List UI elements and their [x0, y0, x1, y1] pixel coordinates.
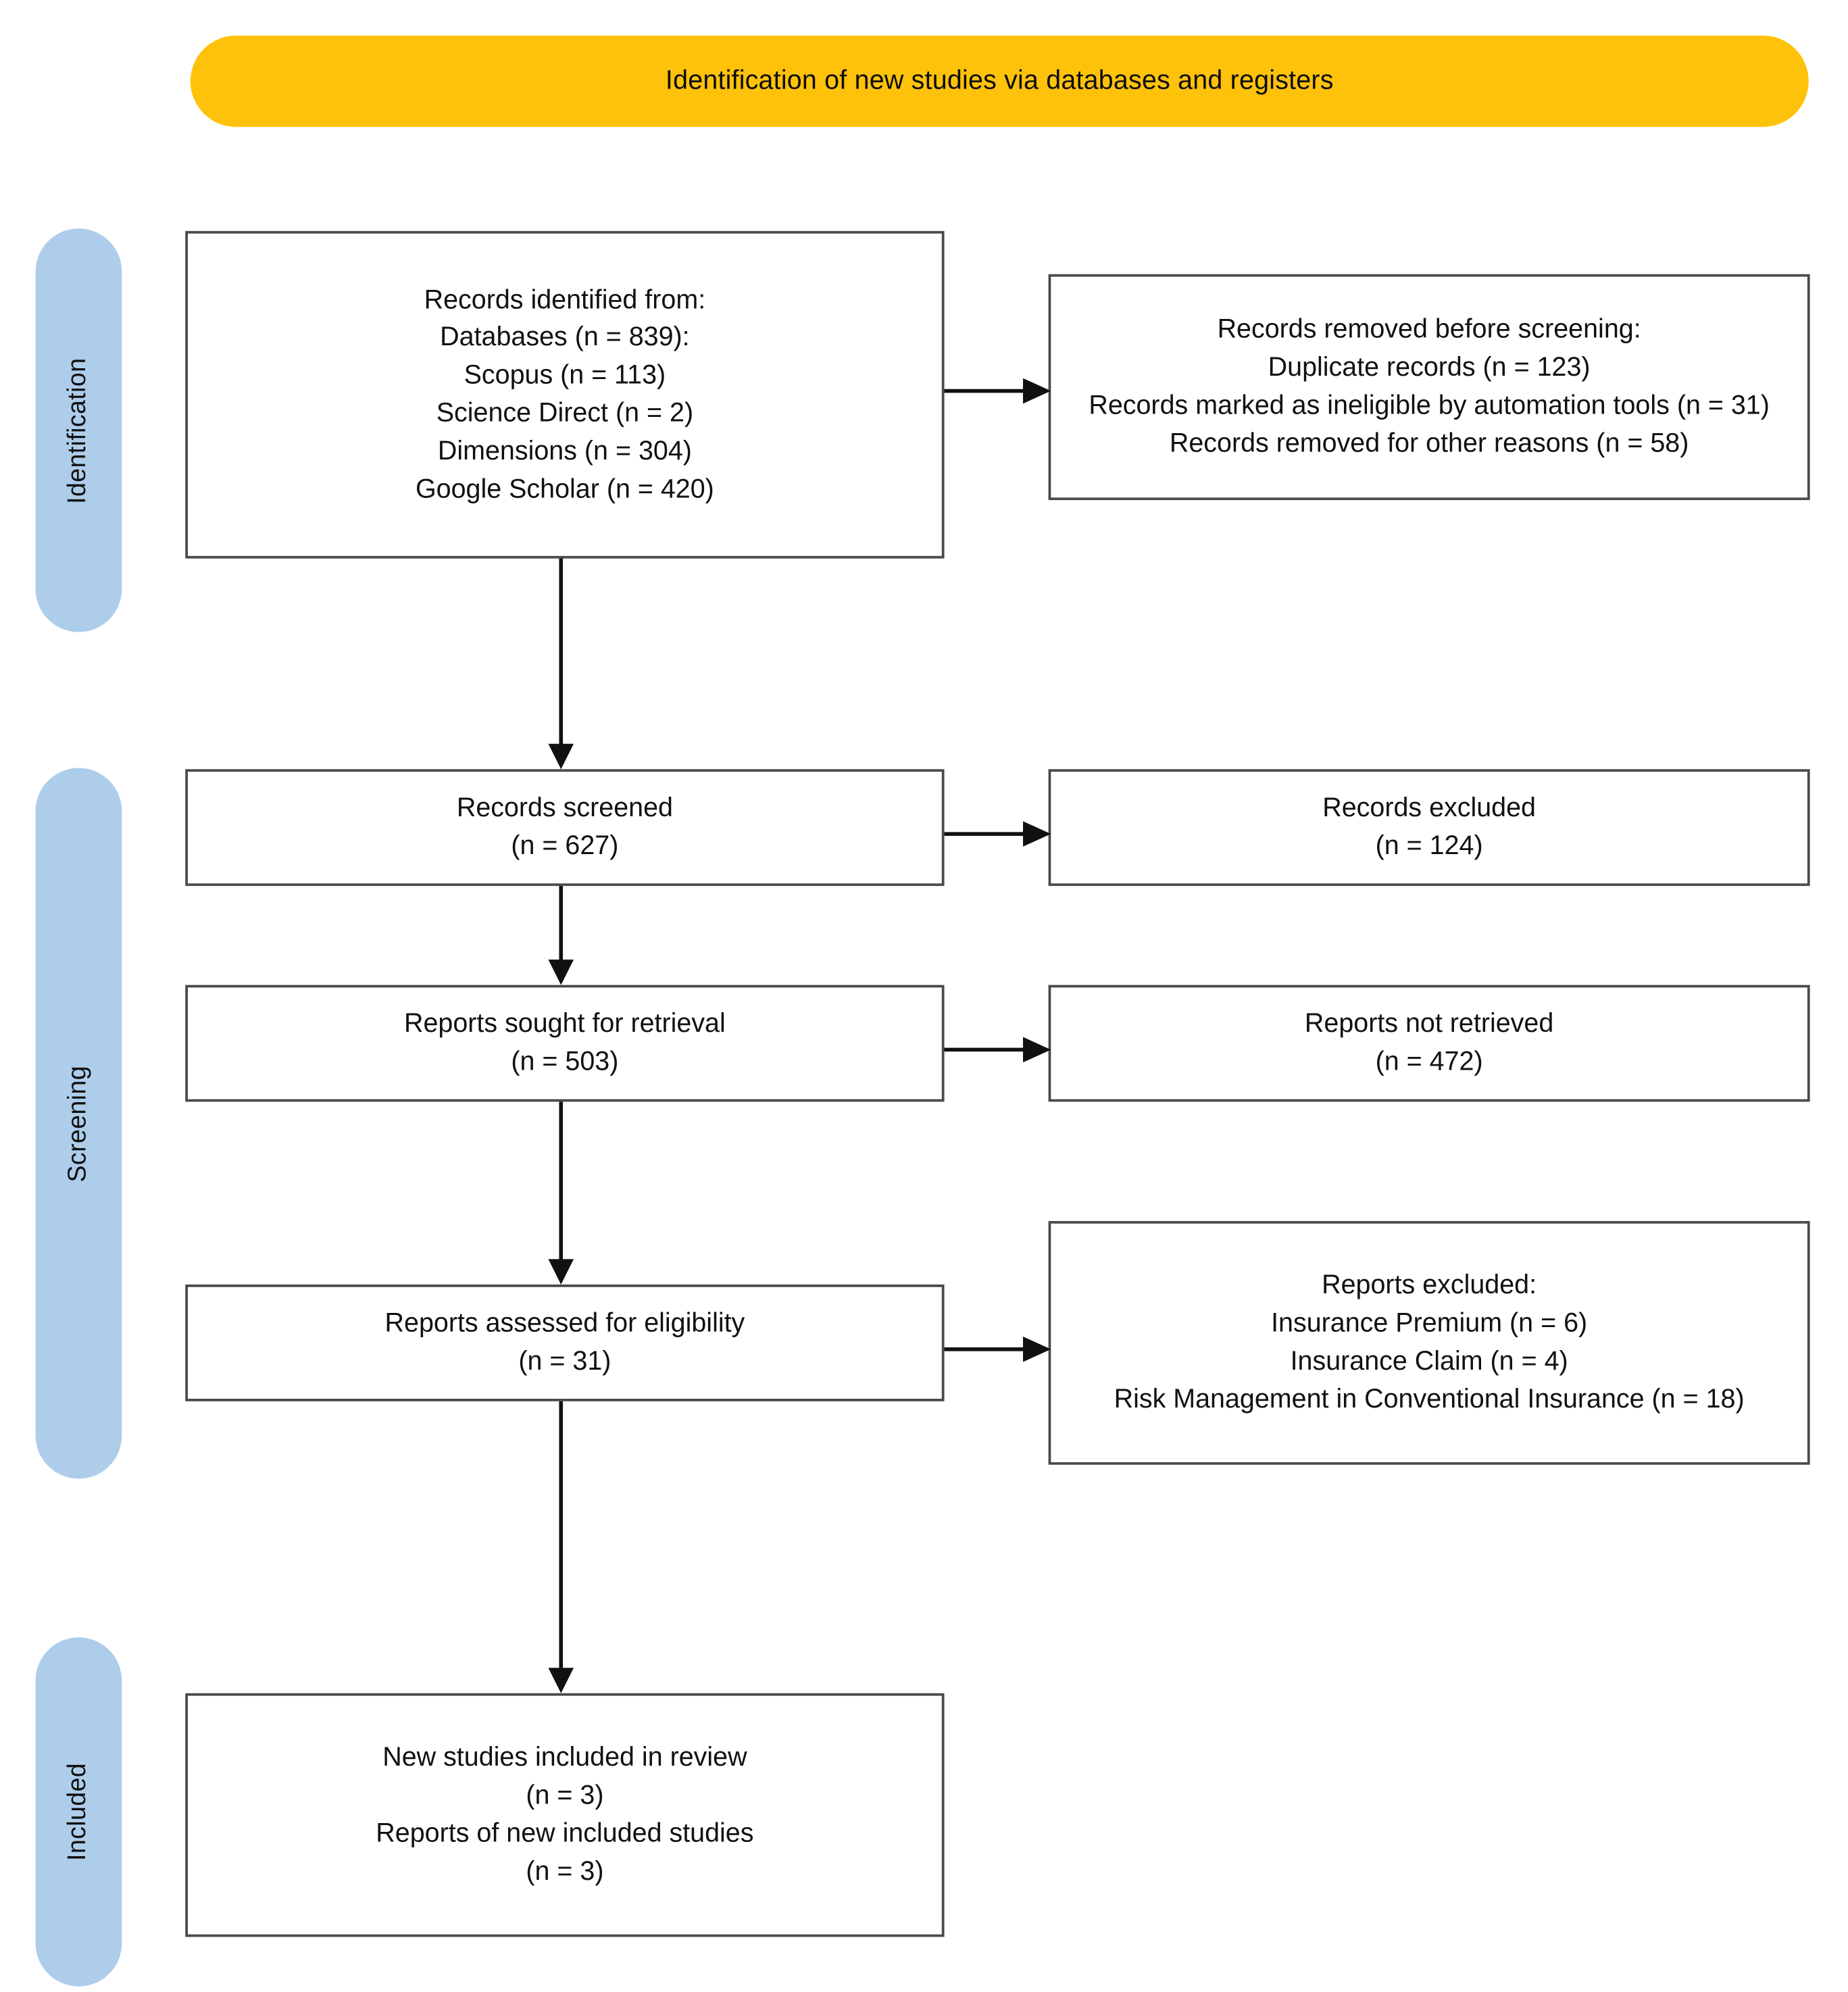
connector-identified-to-screened — [546, 558, 576, 770]
box-records-removed-before-screening: Records removed before screening: Duplic… — [1048, 274, 1810, 501]
box-line: Insurance Claim (n = 4) — [1290, 1347, 1568, 1376]
box-line: Records excluded — [1322, 793, 1536, 823]
connector-screened-to-excluded — [944, 819, 1051, 849]
box-reports-excluded: Reports excluded: Insurance Premium (n =… — [1048, 1221, 1810, 1465]
box-line: Records identified from: — [424, 284, 706, 315]
box-line: Risk Management in Conventional Insuranc… — [1114, 1385, 1745, 1414]
box-line: (n = 31) — [518, 1347, 611, 1376]
box-line: (n = 503) — [511, 1047, 619, 1076]
stage-pill-identification: Identification — [35, 228, 122, 632]
box-line: Reports sought for retrieval — [403, 1009, 726, 1039]
box-line: Databases (n = 839): — [440, 322, 690, 353]
box-line: Records removed for other reasons (n = 5… — [1169, 428, 1689, 458]
box-line: Records marked as ineligible by automati… — [1089, 391, 1770, 420]
stage-label-included: Included — [64, 1762, 93, 1861]
box-line: Insurance Premium (n = 6) — [1271, 1309, 1588, 1339]
connector-sought-to-assessed — [546, 1101, 576, 1285]
box-line: Records removed before screening: — [1217, 315, 1641, 345]
box-line: Google Scholar (n = 420) — [415, 474, 714, 504]
box-line: (n = 124) — [1375, 831, 1483, 861]
box-line: Records screened — [456, 793, 673, 823]
box-records-identified: Records identified from: Databases (n = … — [185, 230, 945, 559]
box-line: Duplicate records (n = 123) — [1268, 353, 1591, 382]
connector-identified-to-removed — [944, 376, 1051, 406]
box-line: Reports excluded: — [1322, 1271, 1537, 1301]
stage-label-screening: Screening — [64, 1065, 93, 1182]
connector-assessed-to-reports-excluded — [944, 1334, 1051, 1364]
box-line: (n = 3) — [526, 1856, 604, 1887]
box-line: Science Direct (n = 2) — [436, 398, 694, 428]
box-new-studies-included: New studies included in review (n = 3) R… — [185, 1693, 945, 1937]
box-line: (n = 3) — [526, 1781, 604, 1810]
stage-pill-screening: Screening — [35, 768, 122, 1479]
connector-screened-to-sought — [546, 886, 576, 985]
box-reports-not-retrieved: Reports not retrieved (n = 472) — [1048, 985, 1810, 1102]
connector-assessed-to-included — [546, 1401, 576, 1693]
box-reports-sought-for-retrieval: Reports sought for retrieval (n = 503) — [185, 985, 945, 1102]
box-line: Reports assessed for eligibility — [384, 1309, 745, 1339]
box-records-screened: Records screened (n = 627) — [185, 769, 945, 887]
connector-sought-to-not-retrieved — [944, 1035, 1051, 1065]
box-records-excluded: Records excluded (n = 124) — [1048, 769, 1810, 887]
box-line: Reports not retrieved — [1304, 1009, 1554, 1039]
box-reports-assessed-for-eligibility: Reports assessed for eligibility (n = 31… — [185, 1284, 945, 1401]
box-line: (n = 472) — [1375, 1047, 1483, 1076]
box-line: New studies included in review — [382, 1743, 747, 1772]
box-line: Scopus (n = 113) — [464, 360, 666, 391]
header-banner: Identification of new studies via databa… — [190, 35, 1809, 127]
header-title: Identification of new studies via databa… — [665, 66, 1334, 95]
stage-label-identification: Identification — [64, 357, 93, 503]
box-line: Reports of new included studies — [376, 1818, 754, 1848]
box-line: Dimensions (n = 304) — [437, 436, 692, 466]
stage-pill-included: Included — [35, 1637, 122, 1987]
box-line: (n = 627) — [511, 831, 619, 861]
